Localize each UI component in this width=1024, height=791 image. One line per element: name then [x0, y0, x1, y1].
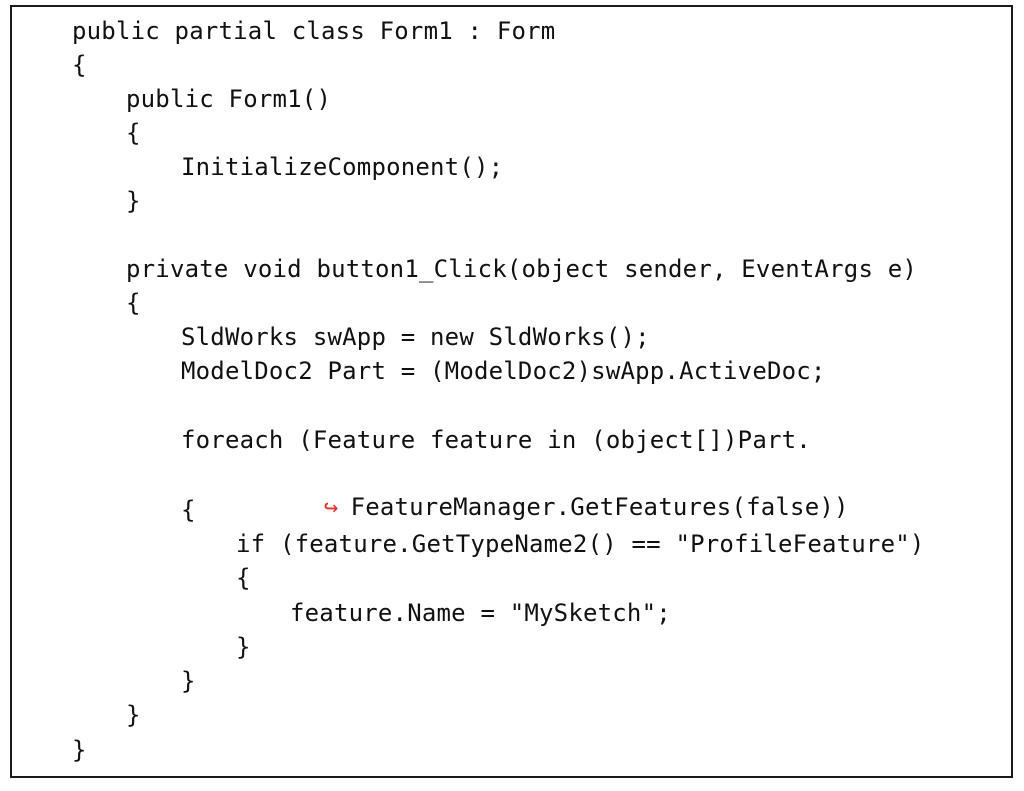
code-line: {	[126, 289, 141, 317]
code-line: InitializeComponent();	[181, 153, 504, 181]
code-line: private void button1_Click(object sender…	[126, 255, 918, 283]
code-line: }	[72, 736, 87, 764]
code-line: foreach (Feature feature in (object[])Pa…	[181, 426, 811, 454]
code-line: public partial class Form1 : Form	[72, 17, 556, 45]
code-line: public Form1()	[126, 85, 332, 113]
code-line: }	[236, 633, 251, 661]
line-continuation-arrow-icon: ↪	[323, 493, 339, 521]
code-line: }	[126, 701, 141, 729]
code-line-continuation: ↪ FeatureManager.GetFeatures(false))	[236, 462, 849, 552]
code-line: if (feature.GetTypeName2() == "ProfileFe…	[236, 530, 925, 558]
code-line: ModelDoc2 Part = (ModelDoc2)swApp.Active…	[181, 357, 826, 385]
code-line: }	[126, 187, 141, 215]
code-line: feature.Name = "MySketch";	[290, 599, 671, 627]
code-line: {	[181, 496, 196, 524]
code-line-continued-text: FeatureManager.GetFeatures(false))	[350, 493, 849, 521]
code-line: {	[236, 564, 251, 592]
code-line: SldWorks swApp = new SldWorks();	[181, 323, 650, 351]
code-block: public partial class Form1 : Form { publ…	[12, 7, 1011, 776]
code-line: }	[181, 667, 196, 695]
code-line: {	[72, 51, 87, 79]
code-listing-frame: public partial class Form1 : Form { publ…	[10, 5, 1013, 778]
code-line: {	[126, 119, 141, 147]
